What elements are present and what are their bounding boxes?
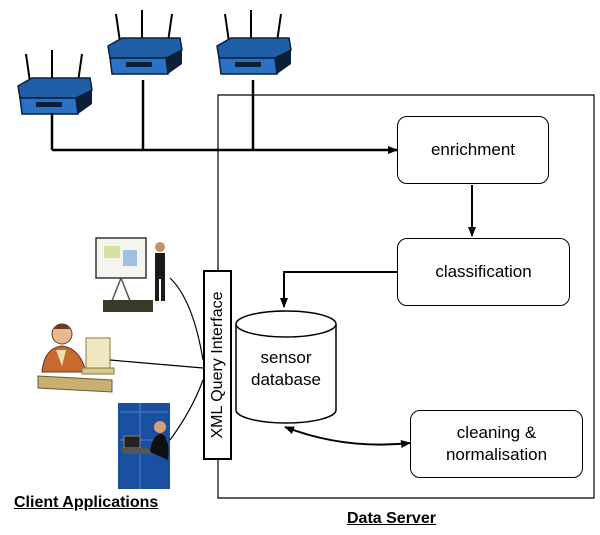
client-connector-lines: [109, 277, 204, 441]
normalisation-label: normalisation: [445, 445, 548, 464]
classification-label: classification: [435, 262, 532, 281]
presenter-clipart-icon: [95, 237, 165, 312]
cleaning-label: cleaning &: [456, 423, 537, 442]
data-server-boundary: [217, 94, 595, 499]
wireless-router-icon: [107, 9, 183, 75]
xml-query-interface-label: XML Query Interface: [209, 291, 226, 439]
cleaning-normalisation-box: cleaning & normalisation: [410, 410, 583, 478]
enrichment-box: enrichment: [397, 116, 549, 184]
classification-to-database-arrow: [280, 271, 397, 308]
laptop-user-clipart-icon: [118, 403, 170, 489]
sensor-database-cylinder: [235, 310, 337, 424]
database-label-line1: sensor: [260, 348, 312, 367]
sensor-database-label: sensor database: [236, 347, 336, 391]
office-worker-clipart-icon: [37, 323, 115, 393]
router-bus-connector: [50, 80, 398, 154]
wireless-router-icon: [216, 9, 292, 75]
client-applications-caption: Client Applications: [14, 494, 159, 511]
database-label-line2: database: [251, 370, 321, 389]
data-server-caption: Data Server: [347, 510, 436, 527]
classification-box: classification: [397, 238, 570, 306]
xml-query-interface-box: [203, 270, 232, 460]
wireless-router-icon: [17, 49, 93, 115]
database-cleaning-bidirectional-arrow: [284, 426, 411, 448]
enrichment-label: enrichment: [430, 140, 516, 159]
